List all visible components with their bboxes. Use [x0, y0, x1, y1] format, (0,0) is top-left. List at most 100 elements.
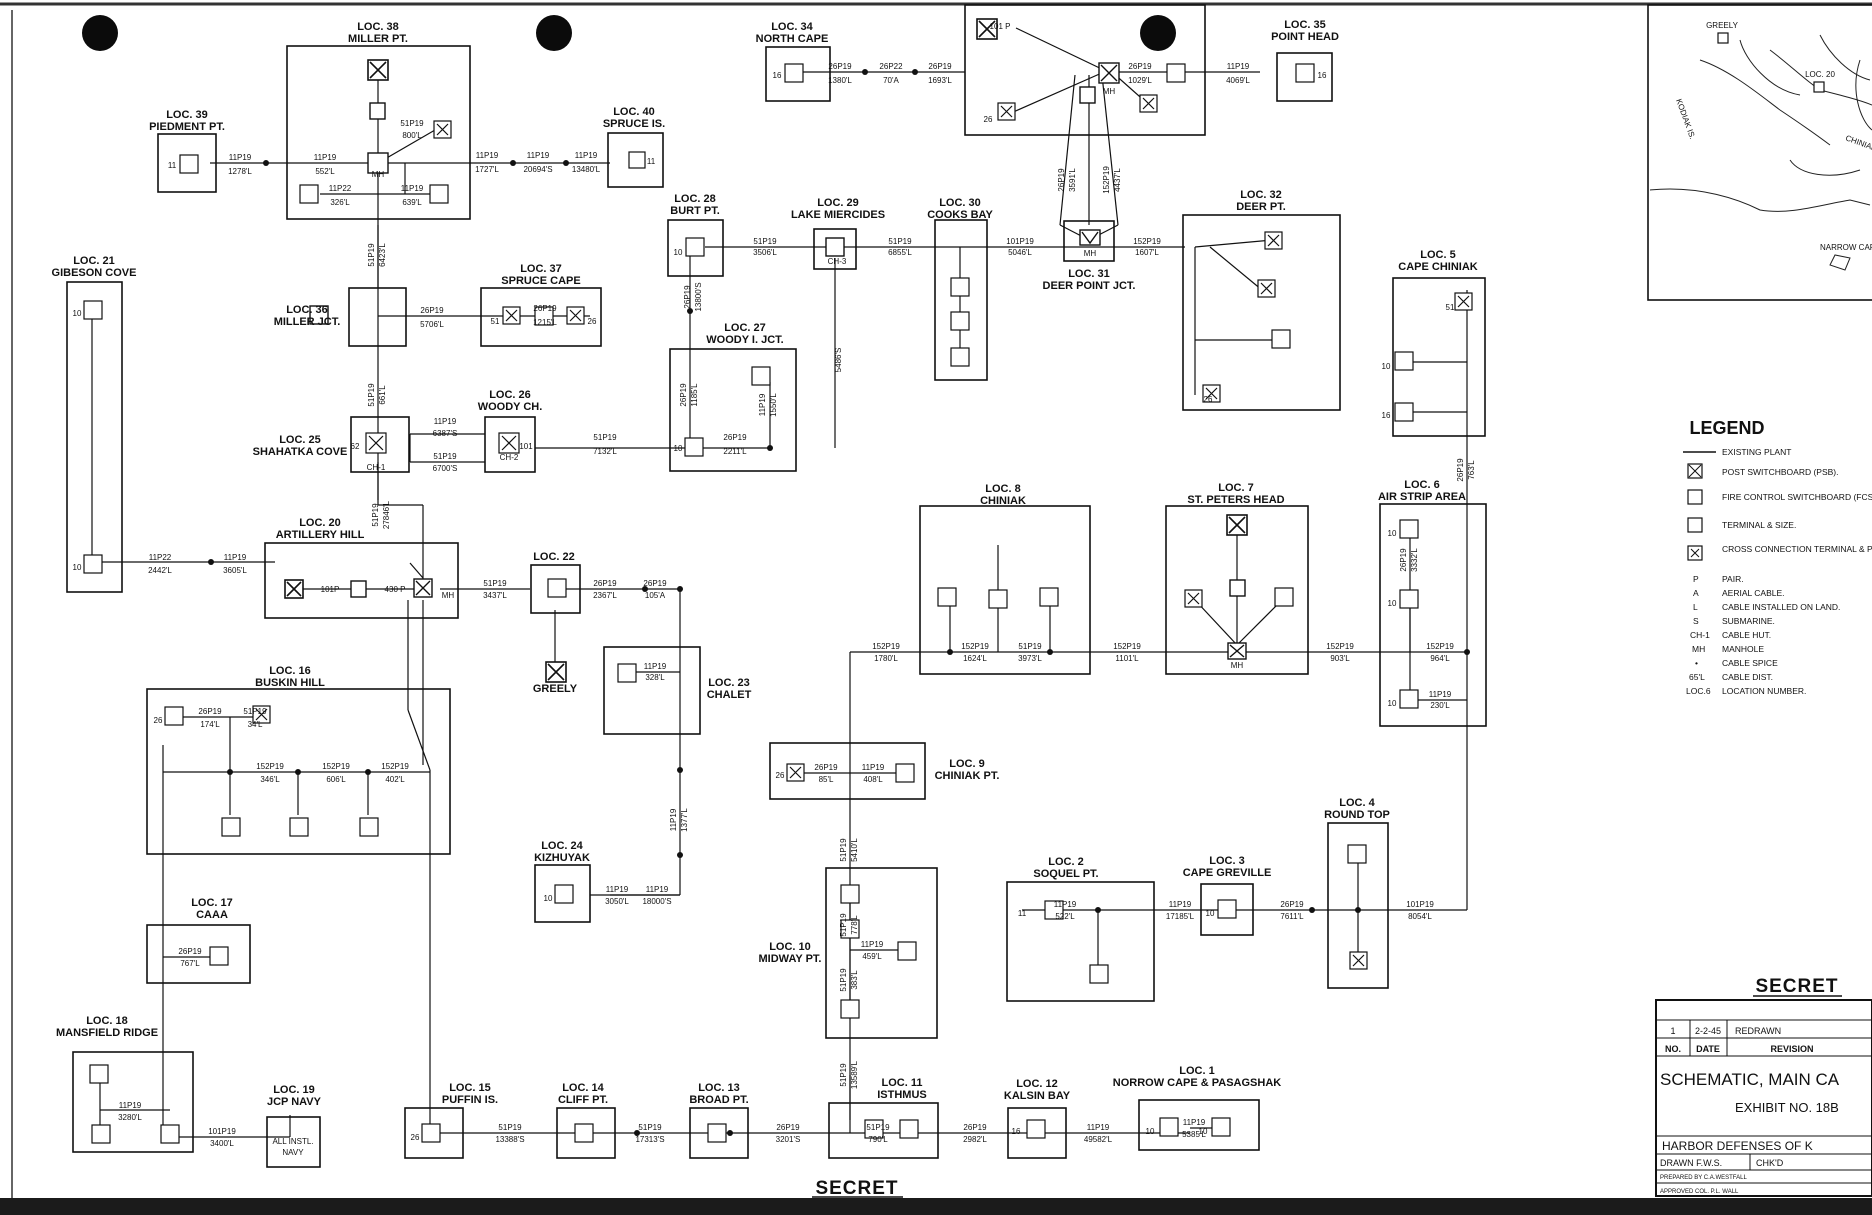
cables-35-length-label: 2367'L [593, 591, 617, 600]
locations-16-name-label: WOODY CH. [478, 401, 543, 413]
cables-32-size-label: 11P22 [149, 553, 172, 562]
cables-3-length-label: 800'L [402, 131, 422, 140]
loc10-box[interactable] [825, 867, 938, 1039]
loc37-box[interactable] [480, 287, 602, 347]
cables-36-size-label: 26P19 [643, 579, 667, 588]
loc14-box[interactable] [556, 1107, 616, 1159]
cables-13-size-label: 51P19 [367, 243, 376, 267]
loc27-box[interactable] [669, 348, 797, 472]
terminal-icon [83, 63, 1419, 1144]
loc20-box[interactable] [264, 542, 459, 619]
inset_map-labels-greely-label: GREELY [1706, 21, 1739, 30]
cables-9-size-label: 26P22 [879, 62, 903, 71]
loc36-box[interactable] [348, 287, 407, 347]
locations-31-name-label: MANSFIELD RIDGE [56, 1027, 158, 1039]
cables-68-length-label: 2982'L [963, 1135, 987, 1144]
locations-30-loc-label: LOC. 17 [191, 897, 233, 909]
loc4-box[interactable] [1327, 822, 1389, 989]
loc29-box[interactable] [813, 228, 857, 270]
loc2-box[interactable] [1006, 881, 1155, 1002]
cables-74-size-label: 51P19 [839, 968, 848, 992]
legend-abbrevs-0-k-label: P [1693, 574, 1699, 584]
locations-7-name-label: SPRUCE CAPE [501, 275, 580, 287]
drawing-title: SCHEMATIC, MAIN CA [1660, 1070, 1840, 1089]
nodes-t10-label: 10 [1382, 362, 1391, 371]
loc1-box[interactable] [1138, 1099, 1260, 1151]
cables-30-size-label: 152P19 [1102, 166, 1111, 194]
cables-7-length-label: 13480'L [572, 165, 601, 174]
loc7-box[interactable] [1165, 505, 1309, 675]
loc15-box[interactable] [404, 1107, 464, 1159]
cables-25-length-label: 6855'L [888, 248, 912, 257]
loc5-box[interactable] [1392, 277, 1486, 437]
cables-29-length-label: 3591'L [1068, 168, 1077, 192]
cables-11-size-label: 26P19 [1128, 62, 1152, 71]
cables-57-size-label: 11P19 [1169, 900, 1192, 909]
cables-48-length-label: 174'L [200, 720, 220, 729]
loc25-box[interactable] [350, 416, 410, 473]
loc40-box[interactable] [607, 132, 664, 188]
locations-36-loc-label: LOC. 11 [882, 1077, 923, 1089]
loc3-box[interactable] [1200, 883, 1254, 936]
cables-0-length-label: 1278'L [228, 167, 252, 176]
locations-17-loc-label: LOC. 20 [299, 517, 341, 529]
cables-28-size-label: 152P19 [1133, 237, 1161, 246]
cables-2-size-label: 11P22 [329, 184, 352, 193]
loc32-box[interactable] [1182, 214, 1341, 411]
cables-62-length-label: 3280'L [118, 1113, 142, 1122]
cables-57-length-label: 17185'L [1166, 912, 1195, 921]
cables-5-size-label: 11P19 [476, 151, 499, 160]
mh-north-box[interactable] [964, 4, 1206, 136]
loc30-box[interactable] [934, 219, 988, 381]
cables-14-size-label: 26P19 [420, 306, 444, 315]
legend-abbrevs-5-v-label: MANHOLE [1722, 644, 1764, 654]
unit-name: HARBOR DEFENSES OF K [1662, 1139, 1813, 1153]
loc13-box[interactable] [689, 1107, 749, 1159]
loc34-box[interactable] [765, 46, 831, 102]
cables-20-length-label: 2211'L [723, 447, 747, 456]
loc24-box[interactable] [534, 864, 591, 923]
cables-74-length-label: 383'L [850, 970, 859, 990]
legend-terminal-icon [1687, 517, 1703, 533]
cables-58-length-label: 7611'L [1280, 912, 1304, 921]
locations-37-name-label: KALSIN BAY [1004, 1090, 1071, 1102]
loc21-box[interactable] [66, 281, 123, 593]
cables-8-size-label: 26P19 [828, 62, 852, 71]
locations-18-name-label: GREELY [533, 683, 578, 695]
locations-17-name-label: ARTILLERY HILL [276, 529, 365, 541]
loc31-box[interactable] [1063, 220, 1115, 262]
legend-abbrevs-3-k-label: S [1693, 616, 1699, 626]
loc23-box[interactable] [603, 646, 701, 735]
cables-58-size-label: 26P19 [1280, 900, 1304, 909]
loc38-box[interactable] [286, 45, 471, 220]
loc26-box[interactable] [484, 416, 536, 473]
loc9-box[interactable] [769, 742, 926, 800]
locations-4-name-label: POINT HEAD [1271, 31, 1339, 43]
loc19-box[interactable] [266, 1116, 321, 1168]
loc17-box[interactable] [146, 924, 251, 984]
loc39-box[interactable] [157, 133, 217, 193]
loc16-box[interactable] [146, 688, 451, 855]
locations-10-loc-label: LOC. 30 [939, 197, 981, 209]
locations-18-loc-label: LOC. 22 [533, 551, 575, 563]
legend-cross-connection-icon [1687, 545, 1703, 561]
legend-abbrevs-4-k-label: CH-1 [1690, 630, 1710, 640]
locations-23-name-label: CHALET [707, 689, 752, 701]
loc8-box[interactable] [919, 505, 1091, 675]
loc6-box[interactable] [1379, 503, 1487, 727]
locations-3-name-label: NORTH CAPE [756, 33, 829, 45]
locations-26-name-label: MIDWAY PT. [759, 953, 822, 965]
loc11-box[interactable] [828, 1102, 939, 1159]
loc28-box[interactable] [667, 219, 724, 277]
loc22-box[interactable] [530, 564, 581, 614]
loc18-box[interactable] [72, 1051, 194, 1153]
loc12-box[interactable] [1007, 1107, 1067, 1159]
cables-60-length-label: 522'L [1055, 912, 1075, 921]
loc35-box[interactable] [1276, 52, 1333, 102]
locations-25-loc-label: LOC. 24 [541, 840, 583, 852]
locations-34-name-label: CLIFF PT. [558, 1094, 608, 1106]
cables-43-length-label: 3973'L [1018, 654, 1042, 663]
locations-23-loc-label: LOC. 23 [708, 677, 750, 689]
